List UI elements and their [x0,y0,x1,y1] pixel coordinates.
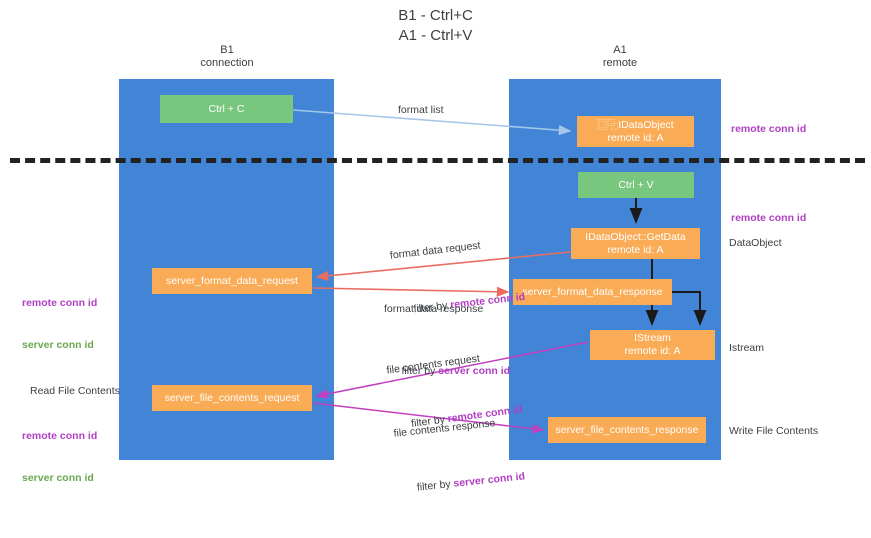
label-format-data-response: format data response filter by server co… [384,274,510,420]
arrow-format-list [292,109,572,136]
page-title: B1 - Ctrl+C A1 - Ctrl+V [398,7,473,44]
label-write-file-contents: Write File Contents [729,425,819,437]
node-idataobject-line1: ⿴⿻IDataObject [597,118,674,131]
node-server-format-data-request-label: server_format_data_request [166,274,298,287]
filter-key-server-conn-id: server conn id [452,470,526,490]
column-header-b1: B1 connection [200,44,254,69]
node-idataobject-getdata[interactable]: IDataObject::GetData remote id: A [571,228,700,259]
label-left-server-conn-id-2: server conn id [22,472,94,484]
filter-key-server-conn-id: server conn id [438,365,511,377]
label-format-data-request-line1: format data request [389,239,482,262]
arrow-response-to-istream [672,291,707,326]
arrow-format-data-response [312,286,510,297]
node-server-format-data-request[interactable]: server_format_data_request [152,268,312,294]
arrow-file-contents-response [312,402,545,434]
node-ctrl-c-label: Ctrl + C [208,102,245,115]
node-server-file-contents-request-label: server_file_contents_request [164,391,300,404]
label-file-contents-response-filter: filter by server conn id [397,455,527,510]
node-server-file-contents-request[interactable]: server_file_contents_request [152,385,312,411]
node-ctrl-v-label: Ctrl + V [618,178,654,191]
section-divider [10,158,865,163]
label-remote-conn-id-mid: remote conn id [731,212,807,224]
label-remote-conn-id-top: remote conn id [731,123,807,135]
label-read-file-contents: Read File Contents [30,385,120,397]
label-left-conn-ids-2: remote conn id server conn id [22,401,97,513]
label-dataobject: DataObject [729,237,782,249]
node-getdata-line1: IDataObject::GetData [585,230,686,243]
label-left-server-conn-id-1: server conn id [22,339,94,351]
column-header-a1: A1 remote [602,44,638,69]
node-istream-line1: IStream [634,332,671,344]
label-format-data-response-line1: format data response [384,303,484,315]
label-file-contents-response-line1: file contents response [393,417,496,440]
arrow-file-contents-request [315,341,589,399]
diagram-canvas: B1 - Ctrl+C A1 - Ctrl+V B1 connection A1… [10,7,865,494]
node-server-file-contents-response-label: server_file_contents_response [555,423,699,436]
filter-prefix: filter by [401,365,439,377]
label-format-data-response-filter: filter by server conn id [384,350,511,392]
label-left-remote-conn-id-2: remote conn id [22,430,98,442]
node-server-format-data-response-label: server_format_data_response [522,285,663,298]
node-istream-line2: remote id: A [624,345,681,357]
node-server-format-data-response[interactable]: server_format_data_response [513,279,672,305]
label-format-list: format list [398,104,444,116]
label-left-remote-conn-id-1: remote conn id [22,297,98,309]
node-ctrl-c[interactable]: Ctrl + C [160,95,293,123]
node-ctrl-v[interactable]: Ctrl + V [578,172,694,198]
label-istream-side: Istream [729,342,765,354]
filter-prefix: filter by [416,477,455,494]
node-idataobject[interactable]: ⿴⿻IDataObject remote id: A [577,116,694,147]
label-left-conn-ids-1: remote conn id server conn id [22,268,97,380]
node-getdata-line2: remote id: A [607,243,664,256]
node-server-file-contents-response[interactable]: server_file_contents_response [548,417,706,443]
arrow-format-data-request [315,251,571,281]
node-istream[interactable]: IStream remote id: A [590,330,715,360]
label-file-contents-request-line1: file contents request [385,352,481,377]
label-file-contents-response: file contents response filter by server … [390,386,530,538]
node-idataobject-line2: remote id: A [607,131,664,144]
